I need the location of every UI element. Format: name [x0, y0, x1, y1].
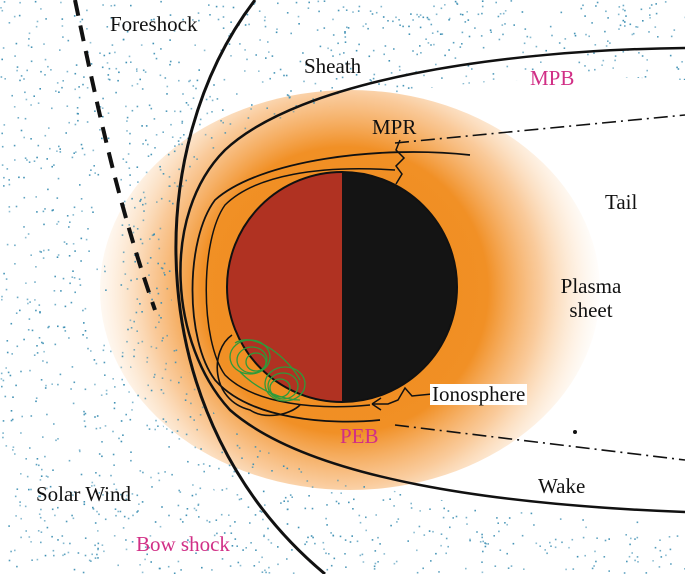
planet-disk — [226, 171, 458, 403]
ionosphere-label: Ionosphere — [430, 382, 528, 406]
plasma-sheet-label-line1: Plasma — [560, 274, 622, 298]
peb-label: PEB — [340, 424, 379, 448]
bow-shock-label: Bow shock — [136, 532, 230, 556]
plasma-sheet-label-line2: sheet — [569, 298, 613, 322]
mpr-leader-line — [395, 139, 406, 185]
foreshock-boundary-line — [73, 0, 157, 311]
foreshock-label: Foreshock — [110, 12, 198, 36]
peb-boundary — [191, 151, 471, 423]
inner-ionopause — [205, 168, 396, 408]
wake-label: Wake — [538, 474, 586, 498]
tail-dot — [573, 430, 577, 434]
ionosphere-leader-line — [372, 386, 433, 405]
tail-dashdot-upper — [394, 114, 685, 144]
magnetic-field-loops — [229, 339, 306, 402]
plasma-sheet-label: Plasma sheet — [552, 276, 630, 321]
crustal-field-bulge — [216, 334, 301, 417]
bow-shock-curve — [174, 0, 326, 574]
tail-dashdot-lower — [394, 424, 685, 461]
mpr-label: MPR — [372, 115, 417, 139]
sheath-label: Sheath — [304, 54, 362, 78]
planet-dayside — [227, 172, 342, 402]
mpb-label: MPB — [530, 66, 575, 90]
planet-nightside — [342, 172, 457, 402]
tail-label: Tail — [605, 190, 638, 214]
solar-wind-label: Solar Wind — [36, 482, 132, 506]
mpb-boundary — [179, 46, 685, 514]
ionosphere-arrowhead — [371, 397, 382, 411]
